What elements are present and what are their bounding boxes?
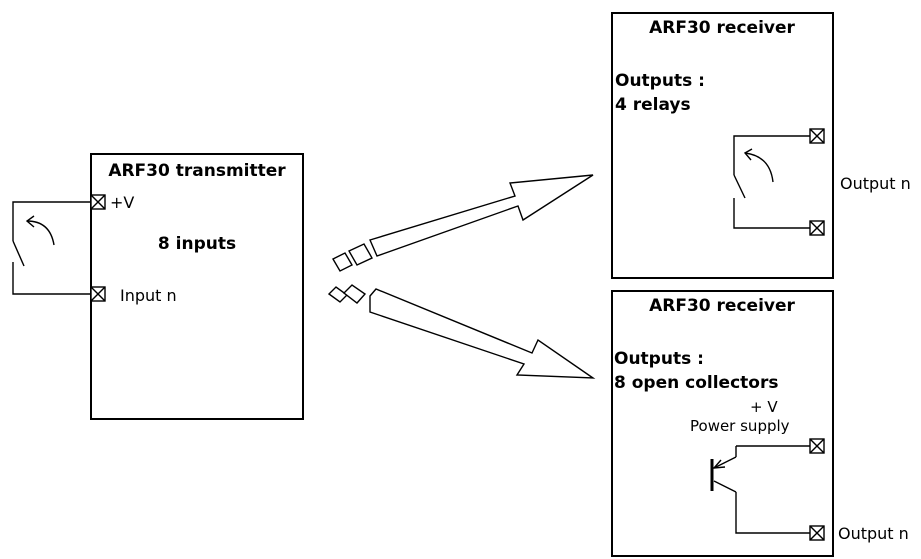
signal-dash-3 (327, 286, 349, 303)
transmission-arrow-upper (332, 174, 594, 272)
receiver-relay-unit: ARF30 receiver Outputs : 4 relays Output… (611, 12, 911, 279)
input-terminal-icon (90, 286, 106, 302)
transmitter-vplus-label: +V (110, 193, 134, 212)
transmitter-title: ARF30 transmitter (108, 161, 286, 181)
receiver-relay-outputs-label: Outputs : (615, 71, 705, 91)
receiver-collector-title: ARF30 receiver (649, 296, 795, 316)
receiver-relay-output-label: Output n (840, 174, 911, 193)
signal-arrow-upper (369, 174, 594, 257)
receiver-collector-box (611, 290, 834, 557)
relay-terminal-top-icon (809, 128, 825, 144)
vplus-terminal-icon (90, 194, 106, 210)
receiver-collector-vplus-label: + V (750, 398, 778, 416)
signal-dash-4 (342, 284, 367, 304)
signal-arrow-lower (369, 288, 596, 379)
relay-switch-icon (733, 135, 810, 229)
collector-terminal-top-icon (809, 438, 825, 454)
signal-dash-2 (348, 243, 373, 266)
transistor-icon (710, 445, 810, 534)
receiver-relay-box (611, 12, 834, 279)
transmitter-inputs-label: 8 inputs (158, 234, 236, 254)
collector-terminal-bottom-icon (809, 525, 825, 541)
transmitter-input-label: Input n (120, 286, 177, 305)
receiver-collector-outputs-detail: 8 open collectors (614, 373, 778, 393)
input-switch-icon (12, 201, 91, 295)
receiver-collector-unit: ARF30 receiver Outputs : 8 open collecto… (611, 290, 909, 557)
transmission-arrow-lower (327, 284, 596, 379)
relay-terminal-bottom-icon (809, 220, 825, 236)
receiver-collector-power-label: Power supply (690, 417, 790, 435)
transmitter-box (90, 153, 304, 420)
transmitter-unit: ARF30 transmitter 8 inputs +V Input n (12, 153, 304, 420)
receiver-collector-output-label: Output n (838, 524, 909, 543)
signal-dash-1 (332, 252, 353, 272)
receiver-collector-outputs-label: Outputs : (614, 349, 704, 369)
receiver-relay-title: ARF30 receiver (649, 18, 795, 38)
receiver-relay-outputs-detail: 4 relays (615, 95, 691, 115)
